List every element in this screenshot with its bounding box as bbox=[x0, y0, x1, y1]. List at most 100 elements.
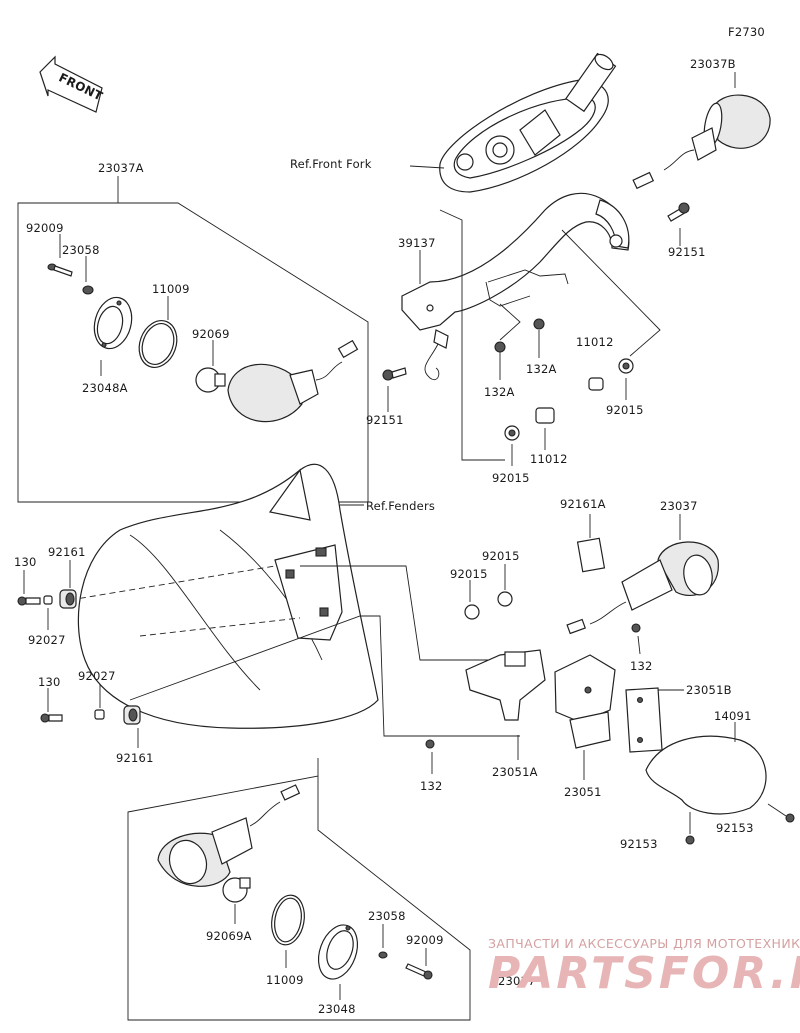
callout-39137: 39137 bbox=[398, 236, 436, 250]
nut-92015-3 bbox=[464, 580, 480, 620]
lens-rim-23048A bbox=[93, 296, 133, 376]
callout-23051A: 23051A bbox=[492, 765, 538, 779]
callout-92009-top: 92009 bbox=[26, 221, 64, 235]
frame-line-upper-left bbox=[439, 209, 505, 461]
nut-92015-1 bbox=[618, 358, 634, 400]
nut-92015-2 bbox=[504, 425, 520, 466]
callout-23037-bottom: 23037 bbox=[498, 974, 536, 988]
callout-92161A: 92161A bbox=[560, 497, 606, 511]
callout-132A-1: 132A bbox=[484, 385, 515, 399]
callout-23058-bottom: 23058 bbox=[368, 909, 406, 923]
nut-132A-2 bbox=[533, 318, 545, 358]
callout-92151-mid: 92151 bbox=[366, 413, 404, 427]
callout-23048A: 23048A bbox=[82, 381, 128, 395]
frame-line-upper-right bbox=[561, 229, 661, 357]
collar-92027-1 bbox=[43, 595, 53, 630]
callout-14091: 14091 bbox=[714, 709, 752, 723]
rear-fender bbox=[77, 463, 379, 729]
callout-132-1: 132 bbox=[630, 659, 653, 673]
ref-fenders: Ref.Fenders bbox=[366, 499, 435, 513]
collar-11012-2 bbox=[535, 407, 555, 450]
callout-92015-2: 92015 bbox=[492, 471, 530, 485]
oring-11009-bottom bbox=[271, 894, 305, 968]
callout-11009-bottom: 11009 bbox=[266, 973, 304, 987]
frame-line-fender-bottom bbox=[129, 615, 520, 737]
callout-92009-bottom: 92009 bbox=[406, 933, 444, 947]
frame-line-fender-right bbox=[300, 565, 500, 661]
bracket-39137 bbox=[401, 192, 630, 380]
bolt-92151-top bbox=[667, 202, 690, 246]
bolt-132-2 bbox=[425, 739, 435, 774]
watermark-subtitle: ЗАПЧАСТИ И АКСЕССУАРЫ ДЛЯ МОТОТЕХНИКИ bbox=[488, 936, 800, 951]
turn-signal-23037 bbox=[566, 514, 719, 635]
bolt-132-1 bbox=[631, 623, 641, 655]
callout-132-2: 132 bbox=[420, 779, 443, 793]
front-fork-clamp bbox=[439, 52, 617, 193]
frame-line-132A bbox=[499, 303, 521, 341]
mount-23051 bbox=[554, 654, 616, 780]
lens-rim-23048 bbox=[317, 924, 359, 1000]
callout-92015-1: 92015 bbox=[606, 403, 644, 417]
collar-92027-2 bbox=[94, 684, 105, 720]
bulb-92069A bbox=[222, 877, 251, 924]
front-arrow: FRONT bbox=[39, 55, 105, 113]
turn-signal-bottom bbox=[157, 784, 301, 887]
turn-signal-left bbox=[227, 339, 359, 423]
bolt-130-1 bbox=[17, 570, 41, 606]
callout-92153-1: 92153 bbox=[620, 837, 658, 851]
cover-14091 bbox=[645, 722, 767, 815]
washer-23058-bottom bbox=[378, 924, 388, 959]
callout-92069: 92069 bbox=[192, 327, 230, 341]
callout-92151-top: 92151 bbox=[668, 245, 706, 259]
callout-130-1: 130 bbox=[14, 555, 37, 569]
callout-92069A: 92069A bbox=[206, 929, 252, 943]
dash-92161-2 bbox=[139, 617, 301, 637]
callout-92027-2: 92027 bbox=[78, 669, 116, 683]
callout-132A-2: 132A bbox=[526, 362, 557, 376]
ref-front-fork: Ref.Front Fork bbox=[290, 157, 372, 171]
figure-code: F2730 bbox=[728, 25, 765, 39]
washer-23058-top bbox=[82, 256, 94, 295]
screw-92153-1 bbox=[685, 812, 695, 845]
callout-labels: 23037B Ref.Front Fork 23037A 92151 92009… bbox=[14, 57, 754, 1016]
callout-92161-1: 92161 bbox=[48, 545, 86, 559]
bolt-92151-mid bbox=[382, 367, 407, 412]
nut-92015-4 bbox=[497, 564, 513, 607]
callout-23037B: 23037B bbox=[690, 57, 736, 71]
screw-92009-bottom bbox=[405, 948, 433, 980]
nut-132A-1 bbox=[494, 341, 506, 380]
collar-11012-1 bbox=[588, 377, 604, 391]
callout-23048: 23048 bbox=[318, 1002, 356, 1016]
callout-23037A: 23037A bbox=[98, 161, 144, 175]
callout-23051B: 23051B bbox=[686, 683, 732, 697]
watermark-brand: PARTSFOR.RU bbox=[488, 948, 800, 999]
callout-11012-2: 11012 bbox=[530, 452, 568, 466]
screw-92153-2 bbox=[767, 803, 795, 823]
callout-23037: 23037 bbox=[660, 499, 698, 513]
callout-11012-1: 11012 bbox=[576, 335, 614, 349]
bracket-23051A bbox=[465, 649, 546, 760]
callout-23058-top: 23058 bbox=[62, 243, 100, 257]
leader-ref-front-fork bbox=[409, 165, 445, 169]
callout-92027-1: 92027 bbox=[28, 633, 66, 647]
screw-92009-top bbox=[47, 234, 73, 277]
callout-11009-top: 11009 bbox=[152, 282, 190, 296]
assembly-frame-23037A bbox=[17, 202, 369, 503]
callout-92015-3: 92015 bbox=[482, 549, 520, 563]
callout-92153-2: 92153 bbox=[716, 821, 754, 835]
callout-130-2: 130 bbox=[38, 675, 61, 689]
bolt-130-2 bbox=[40, 688, 63, 723]
grommet-92161-2 bbox=[123, 705, 141, 748]
callout-23051: 23051 bbox=[564, 785, 602, 799]
callout-92161-2: 92161 bbox=[116, 751, 154, 765]
grommet-92161-1 bbox=[59, 560, 77, 609]
bulb-92069 bbox=[195, 340, 226, 393]
watermark: ЗАПЧАСТИ И АКСЕССУАРЫ ДЛЯ МОТОТЕХНИКИ PA… bbox=[488, 936, 800, 999]
reflector-92161A bbox=[576, 514, 606, 573]
turn-signal-right-23037B bbox=[632, 72, 771, 190]
callout-92015-4: 92015 bbox=[450, 567, 488, 581]
dash-92161-1 bbox=[69, 565, 276, 601]
oring-11009-top bbox=[138, 296, 178, 368]
